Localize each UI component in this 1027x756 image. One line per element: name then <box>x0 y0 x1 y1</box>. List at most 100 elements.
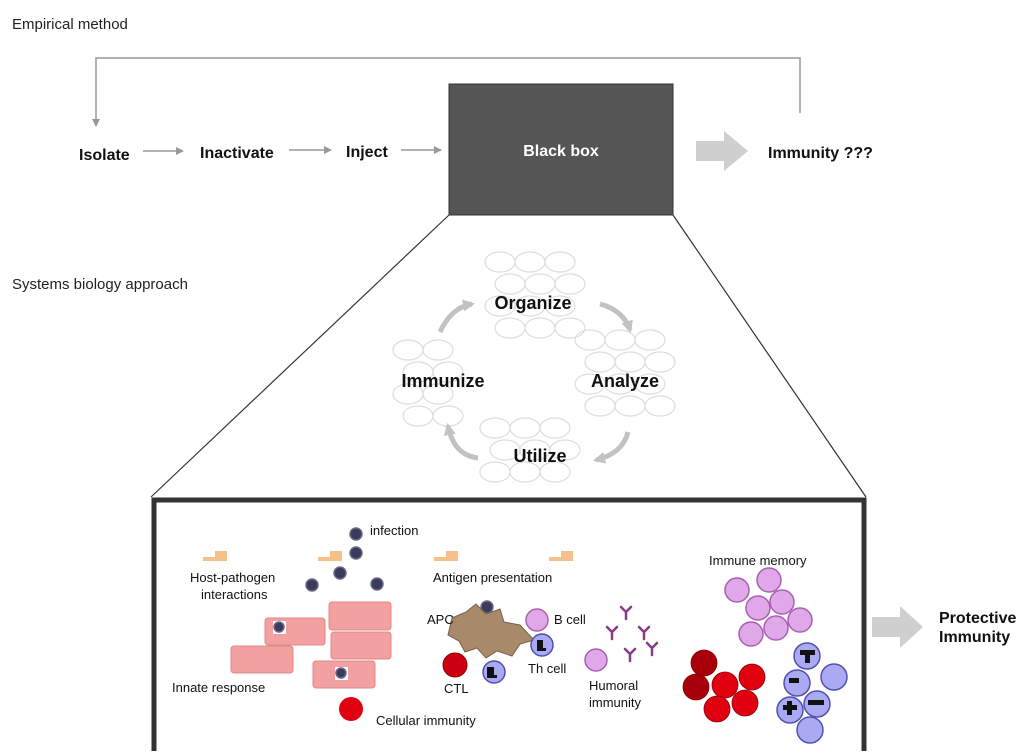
network-ellipse <box>484 251 516 273</box>
memory-b-cells <box>724 567 813 647</box>
memory-b-cell <box>787 607 813 633</box>
cycle-utilize: Utilize <box>513 446 566 466</box>
network-ellipse <box>524 273 556 295</box>
network-ellipse <box>554 273 586 295</box>
pathogen <box>273 621 285 633</box>
antibody-icon <box>623 647 637 663</box>
memory-ctl <box>711 671 739 699</box>
memory-ctl <box>731 689 759 717</box>
network-ellipse <box>494 273 526 295</box>
memory-b-cell <box>763 615 789 641</box>
network-ellipse <box>479 461 511 483</box>
network-ellipse <box>544 295 576 317</box>
network-ellipse <box>494 317 526 339</box>
black-box <box>448 83 674 216</box>
memory-receptor-marks <box>783 650 824 715</box>
big-arrow-to-protective <box>872 606 923 648</box>
b-cell <box>525 608 549 632</box>
pathogen <box>370 577 384 591</box>
cycle-analyze: Analyze <box>591 371 659 391</box>
network-ellipse <box>479 417 511 439</box>
network-ellipse <box>549 439 581 461</box>
apc-cell <box>447 603 535 659</box>
empirical-method-title: Empirical method <box>12 16 128 33</box>
antibody-icon <box>637 625 651 641</box>
memory-red-cells <box>682 649 766 723</box>
antigen-block <box>318 551 342 561</box>
pathogen <box>349 527 363 541</box>
antigen-block <box>434 551 458 561</box>
big-arrow-to-immunity <box>696 131 748 171</box>
innate-cell <box>230 645 294 674</box>
step-inactivate: Inactivate <box>200 145 274 162</box>
label-cellular-immunity: Cellular immunity <box>376 713 476 728</box>
label-innate-response: Innate response <box>172 680 265 695</box>
cycle-arc-analyze-utilize <box>593 431 631 464</box>
innate-cell <box>328 601 392 631</box>
network-ellipse <box>422 339 454 361</box>
label-humoral-1: Humoral <box>589 678 638 693</box>
network-ellipse <box>509 417 541 439</box>
feedback-loop-arrow <box>92 57 801 127</box>
antigen-block <box>549 551 573 561</box>
network-ellipse <box>392 339 424 361</box>
network-ellipse <box>634 373 666 395</box>
pathogen <box>480 600 494 614</box>
network-ellipse <box>644 395 676 417</box>
step-isolate: Isolate <box>79 147 130 164</box>
antibody-icon <box>619 605 633 621</box>
outcome-line2: Immunity <box>939 629 1010 646</box>
network-ellipse <box>539 461 571 483</box>
network-ellipse <box>584 351 616 373</box>
network-ellipse <box>554 317 586 339</box>
cellular-immunity-cell <box>339 697 363 721</box>
receptor-mark <box>805 650 810 663</box>
label-infection: infection <box>370 523 418 538</box>
cycle-immunize: Immunize <box>401 371 484 391</box>
pathogen <box>305 578 319 592</box>
network-ellipse <box>634 329 666 351</box>
memory-b-cell <box>724 577 750 603</box>
memory-th-cell <box>820 663 848 691</box>
receptor-mark <box>787 701 792 715</box>
receptor-mark <box>789 678 799 683</box>
network-ellipse <box>574 329 606 351</box>
network-ellipse <box>422 383 454 405</box>
network-ellipse <box>604 329 636 351</box>
network-ellipse <box>432 405 464 427</box>
immunity-question: Immunity ??? <box>768 145 873 162</box>
cycle-arc-utilize-immunize <box>443 423 479 461</box>
memory-b-cell <box>738 621 764 647</box>
antibody-icon <box>605 625 619 641</box>
humoral-b-cell <box>584 648 608 672</box>
network-ellipse-clusters <box>392 251 676 483</box>
network-ellipse <box>524 317 556 339</box>
network-ellipse <box>544 251 576 273</box>
label-ctl: CTL <box>444 681 469 696</box>
memory-b-cell <box>745 595 771 621</box>
pathogen <box>335 667 347 679</box>
memory-ctl <box>703 695 731 723</box>
memory-ctl <box>690 649 718 677</box>
network-ellipse <box>614 351 646 373</box>
label-host-pathogen-2: interactions <box>201 587 268 602</box>
ctl-cell <box>442 652 468 678</box>
receptor-mark <box>808 700 824 705</box>
network-ellipse <box>514 251 546 273</box>
network-ellipse <box>584 395 616 417</box>
step-inject: Inject <box>346 144 388 161</box>
label-b-cell: B cell <box>554 612 586 627</box>
pathogen <box>333 566 347 580</box>
network-ellipse <box>402 405 434 427</box>
label-immune-memory: Immune memory <box>709 553 807 568</box>
network-ellipse <box>432 361 464 383</box>
antibody-icon <box>645 641 659 657</box>
antigen-block <box>203 551 227 561</box>
memory-b-cell <box>756 567 782 593</box>
label-antigen-presentation: Antigen presentation <box>433 570 552 585</box>
network-ellipse <box>614 395 646 417</box>
memory-th-cell <box>796 716 824 744</box>
label-host-pathogen-1: Host-pathogen <box>190 570 275 585</box>
